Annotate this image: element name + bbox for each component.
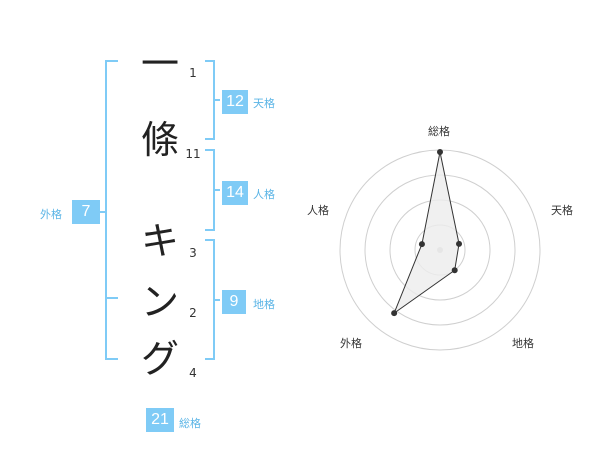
chikaku-value-badge: 9 <box>222 290 246 314</box>
stroke-count-4: 2 <box>189 306 197 320</box>
name-char-1: 一 <box>140 42 179 86</box>
radar-point-soukaku <box>437 149 443 155</box>
radar-point-tenkaku <box>456 240 463 247</box>
jinkaku-label: 人格 <box>253 188 275 201</box>
name-char-3: キ <box>140 219 179 263</box>
radar-point-chikaku <box>451 267 458 274</box>
radar-label-chikaku: 地格 <box>512 337 534 350</box>
chikaku-label: 地格 <box>253 298 275 311</box>
name-char-5: グ <box>140 337 179 381</box>
tenkaku-value-badge: 12 <box>222 90 248 114</box>
name-char-4: ン <box>140 280 179 324</box>
stroke-count-3: 3 <box>189 246 197 260</box>
radar-label-jinkaku: 人格 <box>307 204 329 217</box>
radar-score-polygon <box>393 151 460 315</box>
soukaku-label: 総格 <box>179 417 201 430</box>
radar-label-soukaku: 総格 <box>428 125 450 138</box>
gaikaku-value-badge: 7 <box>72 200 100 224</box>
soukaku-value-badge: 21 <box>146 408 174 432</box>
gaikaku-label: 外格 <box>40 208 62 221</box>
stroke-count-1: 1 <box>189 66 197 80</box>
tenkaku-label: 天格 <box>253 97 275 110</box>
radar-label-tenkaku: 天格 <box>551 204 573 217</box>
jinkaku-value-badge: 14 <box>222 181 248 205</box>
radar-point-gaikaku <box>391 310 398 317</box>
radar-point-jinkaku <box>418 241 425 248</box>
name-char-2: 條 <box>140 118 179 162</box>
stroke-count-2: 11 <box>185 147 201 161</box>
radar-label-gaikaku: 外格 <box>340 337 362 350</box>
stroke-count-5: 4 <box>189 366 197 380</box>
